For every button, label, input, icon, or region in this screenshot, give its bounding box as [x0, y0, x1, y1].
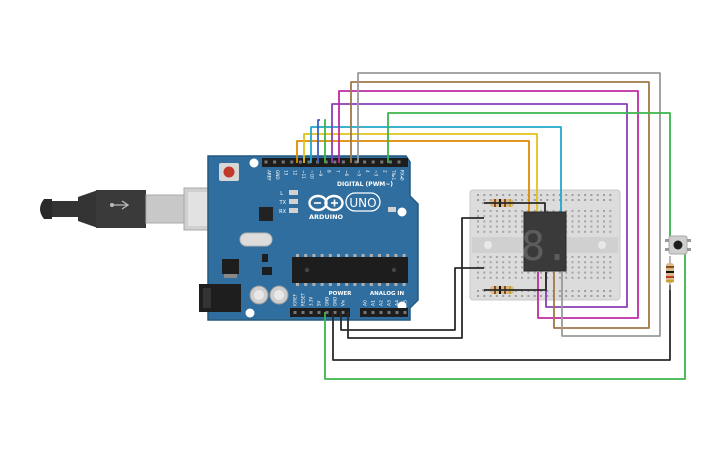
led-tx-label: TX — [279, 200, 287, 206]
digital-pin-label: 8 — [327, 170, 332, 173]
analog-pin-label: A5 — [403, 300, 409, 306]
brand-label: ARDUINO — [309, 213, 344, 221]
header-pin[interactable] — [281, 160, 285, 164]
header-pin[interactable] — [341, 311, 345, 314]
digital-pin-label: 12 — [292, 170, 297, 176]
wire-green[interactable] — [387, 112, 671, 238]
on-label: ON — [398, 208, 405, 214]
wire-black-display-2[interactable] — [484, 272, 547, 291]
header-pin[interactable] — [301, 311, 305, 314]
digital-pin-label: 13 — [284, 170, 289, 176]
analog-label: ANALOG IN — [370, 291, 405, 297]
power-pin-label: 5V — [317, 300, 322, 306]
header-pin[interactable] — [273, 160, 277, 164]
seven-segment-display[interactable]: 8. — [521, 211, 569, 272]
power-pin-label: 3.3V — [309, 297, 314, 306]
header-pin[interactable] — [341, 160, 345, 164]
voltage-regulator — [222, 259, 239, 274]
digital-pin-label: GND — [275, 170, 280, 180]
crystal — [239, 232, 273, 247]
header-pin[interactable] — [293, 311, 297, 314]
wire-orange[interactable] — [296, 140, 530, 216]
header-pin[interactable] — [325, 311, 329, 314]
wire-blue[interactable] — [317, 119, 320, 163]
digital-pin-label: RX◂0 — [400, 170, 405, 181]
digital-pin-label: AREF — [267, 170, 272, 181]
digital-pin-label: ~9 — [318, 170, 323, 177]
power-pin-label: RESET — [301, 293, 306, 306]
header-pin[interactable] — [324, 160, 328, 164]
header-pin[interactable] — [298, 160, 302, 164]
header-pin[interactable] — [379, 311, 383, 314]
model-label: UNO — [349, 196, 376, 210]
infinity-logo-icon — [308, 194, 344, 212]
wire-black-gnd-2[interactable] — [340, 267, 484, 331]
display-digit: 8. — [521, 224, 569, 270]
header-pin[interactable] — [317, 311, 321, 314]
wire-magenta[interactable] — [338, 90, 639, 319]
header-pin[interactable] — [363, 160, 367, 164]
digital-pin-label: ~10 — [310, 170, 315, 179]
analog-pin-label: A3 — [387, 300, 393, 306]
wire-black-gnd-3[interactable] — [347, 217, 484, 339]
analog-pin-label: A4 — [395, 300, 401, 306]
header-pin[interactable] — [363, 311, 367, 314]
wire-green-top[interactable] — [324, 119, 326, 163]
usb-chip — [259, 207, 273, 221]
wire-cyan[interactable] — [310, 126, 562, 216]
wire-yellow[interactable] — [303, 133, 538, 216]
resistor-icon[interactable] — [666, 256, 674, 290]
wire-green-5v[interactable] — [324, 252, 686, 380]
header-pin[interactable] — [371, 311, 375, 314]
header-pin[interactable] — [395, 311, 399, 314]
power-label: POWER — [329, 291, 353, 297]
mounting-hole — [249, 158, 259, 168]
header-pin[interactable] — [264, 160, 268, 164]
mounting-hole — [245, 308, 255, 318]
analog-pin-label: A2 — [379, 300, 385, 306]
analog-pin-label: A1 — [371, 300, 377, 306]
led-rx-label: RX — [279, 209, 286, 215]
wires — [296, 72, 686, 380]
digital-pin-label: TX▸1 — [391, 169, 396, 181]
power-pin-label: GND — [333, 297, 338, 306]
header-pin[interactable] — [309, 311, 313, 314]
header-pin[interactable] — [403, 311, 407, 314]
analog-header — [360, 308, 408, 317]
header-pin[interactable] — [371, 160, 375, 164]
atmega-chip — [292, 257, 408, 283]
header-pin[interactable] — [333, 311, 337, 314]
header-pin[interactable] — [388, 160, 392, 164]
mounting-hole — [397, 207, 407, 217]
power-pin-label: GND — [325, 297, 330, 306]
digital-pin-label: ~5 — [357, 170, 362, 177]
header-pin[interactable] — [333, 160, 337, 164]
digital-pin-label: 2 — [382, 170, 387, 173]
header-pin[interactable] — [307, 160, 311, 164]
digital-pin-label: 4 — [365, 170, 370, 173]
wire-purple[interactable] — [331, 103, 628, 308]
wire-gray[interactable] — [357, 72, 661, 337]
led-l-label: L — [280, 191, 283, 197]
digital-pin-label: ~3 — [374, 170, 379, 177]
power-pin-label: Vin — [341, 299, 346, 306]
header-pin[interactable] — [387, 311, 391, 314]
wire-brown[interactable] — [350, 81, 650, 329]
header-pin[interactable] — [290, 160, 294, 164]
header-pin[interactable] — [397, 160, 401, 164]
digital-pin-label: ~11 — [301, 170, 306, 179]
header-pin[interactable] — [380, 160, 384, 164]
power-pin-label: IOREF — [293, 293, 298, 306]
wire-black-gnd-1[interactable] — [332, 285, 671, 361]
digital-pin-label: ~6 — [344, 170, 349, 177]
digital-pin-label: 7 — [335, 170, 340, 173]
digital-label: DIGITAL (PWM~) — [337, 181, 393, 188]
header-pin[interactable] — [354, 160, 358, 164]
pushbutton-icon[interactable] — [665, 235, 691, 255]
analog-pin-label: A0 — [363, 300, 369, 306]
